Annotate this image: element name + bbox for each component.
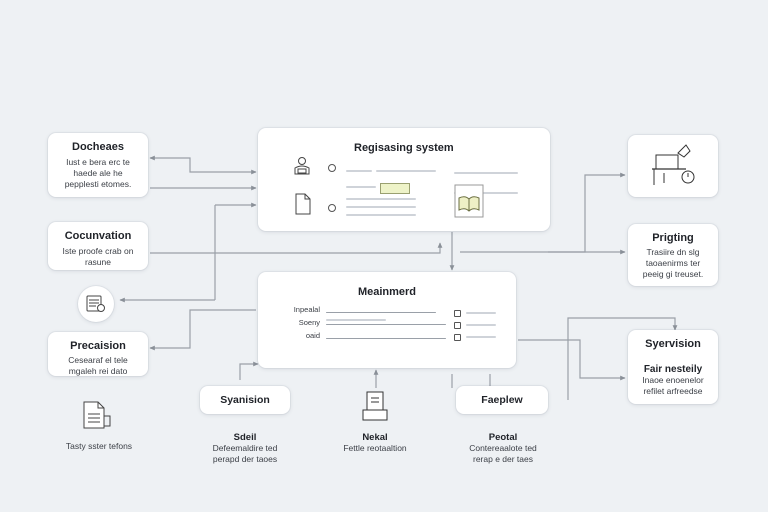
- card-title: Cocunvation: [64, 230, 132, 242]
- text-line: [346, 214, 416, 216]
- checkbox[interactable]: [454, 310, 461, 317]
- label-desc: rerap e der taes: [472, 454, 533, 464]
- card-desc-line: Inaoe enoenelor: [642, 375, 704, 385]
- card-title: Precaision: [70, 340, 126, 352]
- card-title: Docheaes: [72, 141, 124, 153]
- card-title: Prigting: [652, 232, 694, 244]
- card-title: Syervision: [645, 338, 701, 350]
- label-desc: Contereaalote ted: [469, 443, 537, 453]
- card-docheaes[interactable]: Docheaes Iust e bera erc te haede ale he…: [48, 133, 148, 197]
- card-registration-system[interactable]: Regisasing system: [258, 128, 550, 231]
- workstation-printer-icon: [652, 144, 695, 185]
- row-label: oaid: [305, 331, 320, 340]
- wire-mid-precaision: [149, 309, 256, 351]
- row-label: Inpealal: [293, 305, 320, 314]
- radio-top[interactable]: [328, 164, 336, 172]
- checkbox[interactable]: [454, 334, 461, 341]
- wire-mid-syervision-2: [518, 339, 626, 381]
- card-desc-line: Cesearaf el tele: [68, 355, 128, 365]
- card-desc-line: Iste proofe crab on: [62, 246, 134, 256]
- card-subtitle: Fair nesteily: [643, 364, 703, 375]
- card-desc-line: pepplesti etomes.: [64, 179, 132, 189]
- label-peotal: Peotal Contereaalote ted rerap e der tae…: [448, 432, 558, 465]
- card-title: Regisasing system: [354, 142, 454, 154]
- text-line: [376, 170, 436, 172]
- text-line: [346, 198, 416, 200]
- text-line: [346, 206, 416, 208]
- text-line: [454, 172, 518, 174]
- text-line: [346, 186, 376, 188]
- label-title: Nekal: [362, 432, 388, 443]
- wire-mid-syervision: [567, 317, 678, 400]
- highlight-field[interactable]: [380, 183, 410, 194]
- scanner-device-icon: [362, 391, 388, 421]
- label-nekal: Nekal Fettle reotaaltion: [320, 432, 430, 454]
- card-title: Meainmerd: [357, 286, 417, 298]
- card-desc-line: refilet arfreedse: [643, 386, 703, 396]
- text-line: [466, 324, 496, 326]
- wire-cocunvation-top: [150, 242, 443, 254]
- text-line: [466, 336, 496, 338]
- row-label: Soeny: [298, 318, 320, 327]
- label-title: Peotal: [488, 432, 518, 443]
- input-line[interactable]: [326, 324, 446, 325]
- card-cocunvation[interactable]: Cocunvation Iste proofe crab on rasune: [48, 222, 148, 270]
- wire-docheaes-top: [149, 155, 257, 175]
- text-line: [466, 312, 496, 314]
- card-desc-line: Trasiire dn slg: [646, 247, 700, 257]
- card-prigting[interactable]: Prigting Trasiire dn slg taoaenirms ter …: [628, 224, 718, 286]
- label-desc: perapd der taoes: [212, 454, 278, 464]
- document-icon-badge[interactable]: [78, 286, 114, 322]
- label-desc: Defeemaldire ted: [212, 443, 278, 453]
- card-desc-line: taoaenirms ter: [645, 258, 701, 268]
- label-title: Sdeil: [233, 432, 257, 443]
- label-desc: Fettle reotaaltion: [343, 443, 407, 453]
- documents-caption: Tasty sster tefons: [65, 441, 133, 451]
- wire-top-hardware: [460, 172, 626, 253]
- book-icon: [454, 184, 484, 218]
- text-line: [326, 319, 386, 321]
- text-line: [454, 192, 518, 194]
- card-hardware[interactable]: [628, 135, 718, 197]
- button-label: Faeplew: [481, 394, 523, 406]
- faeplew-button[interactable]: Faeplew: [456, 386, 548, 414]
- card-desc-line: rasune: [85, 257, 111, 267]
- card-desc-line: haede ale he: [73, 168, 123, 178]
- syanision-button[interactable]: Syanision: [200, 386, 290, 414]
- card-syervision[interactable]: Syervision Fair nesteily Inaoe enoenelor…: [628, 330, 718, 404]
- card-desc-line: mgaleh rei dato: [68, 366, 128, 376]
- card-desc-line: Iust e bera erc te: [66, 157, 130, 167]
- input-line[interactable]: [326, 312, 436, 313]
- user-desk-icon: [294, 157, 310, 175]
- card-desc-line: peeig gi treuset.: [642, 269, 704, 279]
- label-sdeil: Sdeil Defeemaldire ted perapd der taoes: [190, 432, 300, 465]
- documents-icon: [83, 401, 111, 429]
- checkbox[interactable]: [454, 322, 461, 329]
- button-label: Syanision: [220, 394, 270, 406]
- input-line[interactable]: [326, 338, 446, 339]
- card-precaision[interactable]: Precaision Cesearaf el tele mgaleh rei d…: [48, 332, 148, 376]
- wire-syanision-mid: [239, 361, 259, 380]
- text-line: [346, 170, 372, 172]
- file-icon: [295, 193, 311, 215]
- document-list-icon: [86, 295, 105, 312]
- card-meainmerd[interactable]: Meainmerd Inpealal Soeny oaid: [258, 272, 516, 368]
- radio-bottom[interactable]: [328, 204, 336, 212]
